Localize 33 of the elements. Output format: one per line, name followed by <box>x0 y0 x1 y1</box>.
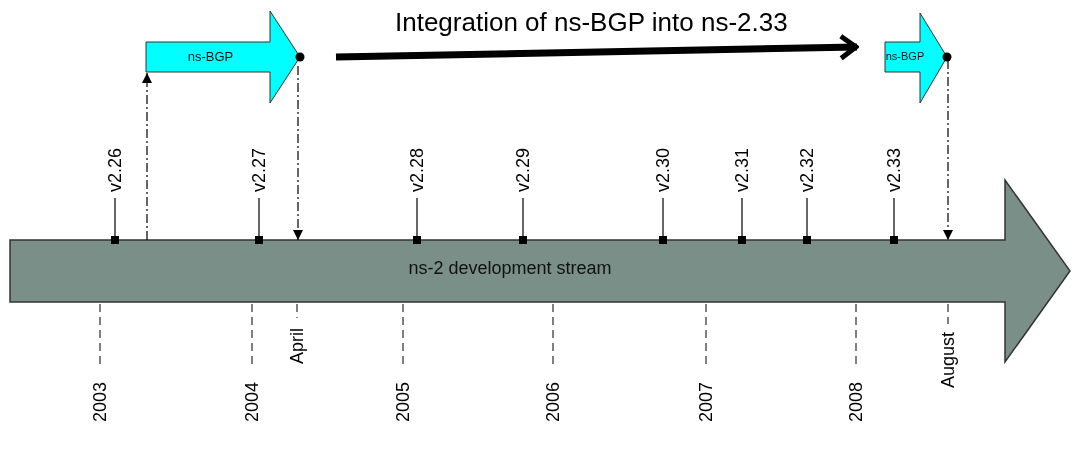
marker-line <box>255 197 263 244</box>
block-arrow <box>145 10 305 104</box>
date-label: 2005 <box>394 380 412 422</box>
marker-line <box>519 197 527 244</box>
date-label: April <box>288 327 306 364</box>
date-label: 2006 <box>544 380 562 422</box>
marker-line <box>111 197 119 244</box>
marker-line <box>890 197 898 244</box>
date-label: August <box>939 330 957 388</box>
version-label: v2.28 <box>408 120 426 192</box>
marker-line <box>738 197 746 244</box>
arrow <box>293 65 303 241</box>
version-label: v2.33 <box>885 120 903 192</box>
date-label: 2008 <box>847 380 865 422</box>
arrow-label: ns-BGP <box>884 50 926 64</box>
thick-arrow <box>335 33 859 61</box>
date-label: 2007 <box>697 380 715 422</box>
arrow-label: ns-BGP <box>186 49 235 65</box>
version-label: v2.32 <box>798 120 816 192</box>
date-label: 2003 <box>91 380 109 422</box>
block-arrow <box>884 12 952 104</box>
arrow <box>943 59 953 241</box>
marker-line <box>659 197 667 244</box>
version-label: v2.29 <box>514 120 532 192</box>
marker-line <box>803 197 811 244</box>
version-label: v2.31 <box>733 120 751 192</box>
timeline-label: ns-2 development stream <box>407 258 613 279</box>
version-label: v2.27 <box>250 120 268 192</box>
version-label: v2.30 <box>654 120 672 192</box>
version-label: v2.26 <box>106 120 124 192</box>
arrow <box>142 72 152 241</box>
marker-line <box>413 197 421 244</box>
date-label: 2004 <box>243 380 261 422</box>
